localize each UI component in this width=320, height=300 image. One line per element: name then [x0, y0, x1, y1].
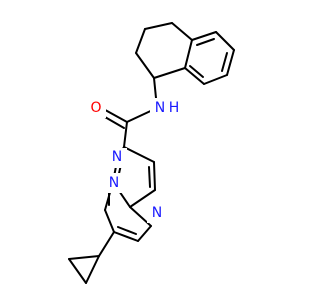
bond-double-inner — [221, 52, 228, 72]
atom-label-n-imidazole: N — [152, 205, 162, 221]
bond — [104, 209, 115, 233]
bond — [135, 28, 146, 54]
atom-pyridazine-nitrogen: N — [107, 148, 127, 168]
bond — [226, 49, 235, 76]
bond — [137, 225, 152, 242]
bond — [98, 231, 115, 257]
bond — [191, 31, 217, 41]
atom-label-n-amide: N — [155, 100, 165, 116]
bond — [129, 189, 156, 208]
bond-double-inner — [189, 65, 204, 78]
bond — [184, 39, 193, 69]
bond — [153, 161, 156, 191]
bond — [113, 231, 139, 242]
bond — [123, 146, 155, 163]
atom-label-n-pyridazine: N — [112, 149, 122, 165]
tetralin-saturated-ring — [135, 22, 193, 79]
bond-double-inner — [117, 226, 137, 235]
atom-label-o: O — [90, 100, 101, 116]
bond — [203, 74, 228, 85]
atom-amide-nitrogen: N H — [150, 98, 180, 118]
molecule-structure: O N H N N N — [68, 22, 235, 284]
bond-double-inner — [196, 38, 215, 46]
bond — [215, 31, 235, 51]
atom-label-n-bridgehead: N — [109, 175, 119, 191]
tetralin-benzene-ring — [184, 31, 235, 85]
bond-double-inner — [148, 166, 151, 188]
atom-label-h-amide: H — [169, 100, 180, 116]
bond — [85, 255, 100, 284]
bond — [68, 255, 100, 260]
atom-oxygen: O — [86, 98, 106, 118]
bond — [68, 258, 87, 284]
atom-bridgehead-nitrogen: N — [104, 173, 124, 193]
cyclopropyl-ring — [68, 231, 115, 284]
bond — [123, 121, 128, 148]
bond — [144, 22, 173, 30]
bond — [171, 22, 193, 41]
atom-imidazole-nitrogen: N — [147, 203, 167, 223]
bond — [135, 52, 155, 79]
bond — [153, 67, 186, 79]
bond — [184, 67, 205, 85]
amide-linker — [97, 77, 158, 148]
